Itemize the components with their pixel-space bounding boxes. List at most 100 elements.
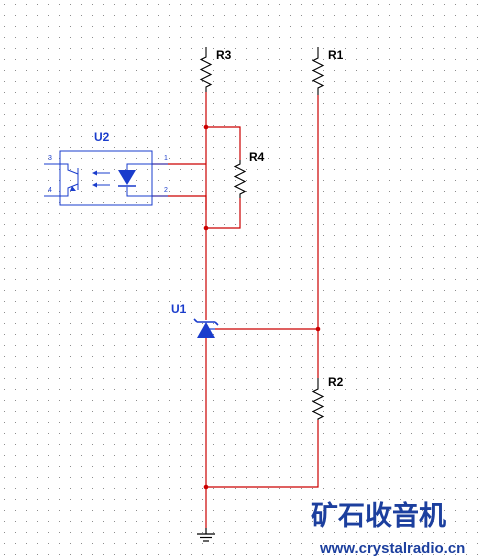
grid-dot — [345, 499, 346, 500]
grid-dot — [125, 444, 126, 445]
grid-dot — [301, 15, 302, 16]
grid-dot — [422, 92, 423, 93]
grid-dot — [279, 444, 280, 445]
grid-dot — [4, 48, 5, 49]
grid-dot — [180, 455, 181, 456]
grid-dot — [411, 26, 412, 27]
grid-dot — [257, 301, 258, 302]
grid-dot — [444, 378, 445, 379]
grid-dot — [389, 521, 390, 522]
grid-dot — [246, 499, 247, 500]
grid-dot — [180, 488, 181, 489]
resistor-r3[interactable]: R3 — [199, 47, 232, 92]
grid-dot — [378, 81, 379, 82]
grid-dot — [290, 59, 291, 60]
grid-dot — [169, 389, 170, 390]
grid-dot — [433, 301, 434, 302]
optocoupler-u2[interactable]: U2 3 4 1 2 — [44, 130, 168, 206]
grid-dot — [466, 169, 467, 170]
grid-dot — [70, 510, 71, 511]
grid-dot — [246, 400, 247, 401]
resistor-r2-label: R2 — [328, 375, 344, 389]
grid-dot — [37, 15, 38, 16]
grid-dot — [455, 499, 456, 500]
grid-dot — [268, 367, 269, 368]
grid-dot — [202, 554, 203, 555]
grid-dot — [411, 235, 412, 236]
grid-dot — [268, 180, 269, 181]
grid-dot — [81, 235, 82, 236]
grid-dot — [246, 422, 247, 423]
grid-dot — [26, 81, 27, 82]
grid-dot — [224, 510, 225, 511]
grid-dot — [466, 246, 467, 247]
grid-dot — [433, 367, 434, 368]
grid-dot — [147, 532, 148, 533]
resistor-r1[interactable]: R1 — [311, 47, 344, 95]
grid-dot — [444, 59, 445, 60]
grid-dot — [147, 400, 148, 401]
grid-dot — [367, 268, 368, 269]
grid-dot — [158, 48, 159, 49]
grid-dot — [26, 334, 27, 335]
grid-dot — [125, 378, 126, 379]
watermark-url: www.crystalradio.cn — [319, 540, 465, 557]
grid-dot — [147, 81, 148, 82]
grid-dot — [26, 477, 27, 478]
grid-dot — [147, 345, 148, 346]
grid-dot — [323, 257, 324, 258]
grid-dot — [202, 125, 203, 126]
grid-dot — [169, 180, 170, 181]
grid-dot — [268, 400, 269, 401]
grid-dot — [169, 235, 170, 236]
grid-dot — [312, 103, 313, 104]
grid-dot — [125, 103, 126, 104]
grid-dot — [92, 202, 93, 203]
grid-dot — [444, 125, 445, 126]
grid-dot — [147, 290, 148, 291]
grid-dot — [312, 202, 313, 203]
grid-dot — [224, 169, 225, 170]
grid-dot — [169, 224, 170, 225]
grid-dot — [378, 400, 379, 401]
grid-dot — [290, 235, 291, 236]
shunt-regulator-u1[interactable]: U1 — [171, 302, 219, 338]
grid-dot — [400, 125, 401, 126]
grid-dot — [433, 433, 434, 434]
grid-dot — [345, 323, 346, 324]
grid-dot — [433, 147, 434, 148]
grid-dot — [202, 37, 203, 38]
resistor-r1-label: R1 — [328, 48, 344, 62]
grid-dot — [389, 191, 390, 192]
grid-dot — [356, 521, 357, 522]
grid-dot — [70, 411, 71, 412]
resistor-r2[interactable]: R2 — [311, 375, 344, 420]
grid-dot — [125, 213, 126, 214]
grid-dot — [378, 301, 379, 302]
grid-dot — [268, 279, 269, 280]
grid-dot — [422, 202, 423, 203]
grid-dot — [268, 136, 269, 137]
grid-dot — [224, 301, 225, 302]
grid-dot — [15, 433, 16, 434]
grid-dot — [246, 301, 247, 302]
grid-dot — [246, 477, 247, 478]
grid-dot — [191, 191, 192, 192]
grid-dot — [70, 334, 71, 335]
grid-dot — [466, 345, 467, 346]
grid-dot — [279, 411, 280, 412]
grid-dot — [169, 312, 170, 313]
grid-dot — [466, 312, 467, 313]
grid-dot — [191, 81, 192, 82]
grid-dot — [235, 389, 236, 390]
grid-dot — [268, 455, 269, 456]
grid-dot — [444, 268, 445, 269]
grid-dot — [356, 543, 357, 544]
grid-dot — [257, 323, 258, 324]
grid-dot — [147, 268, 148, 269]
grid-dot — [422, 367, 423, 368]
grid-dot — [345, 48, 346, 49]
grid-dot — [367, 257, 368, 258]
resistor-r4[interactable]: R4 — [233, 150, 265, 198]
grid-dot — [224, 136, 225, 137]
